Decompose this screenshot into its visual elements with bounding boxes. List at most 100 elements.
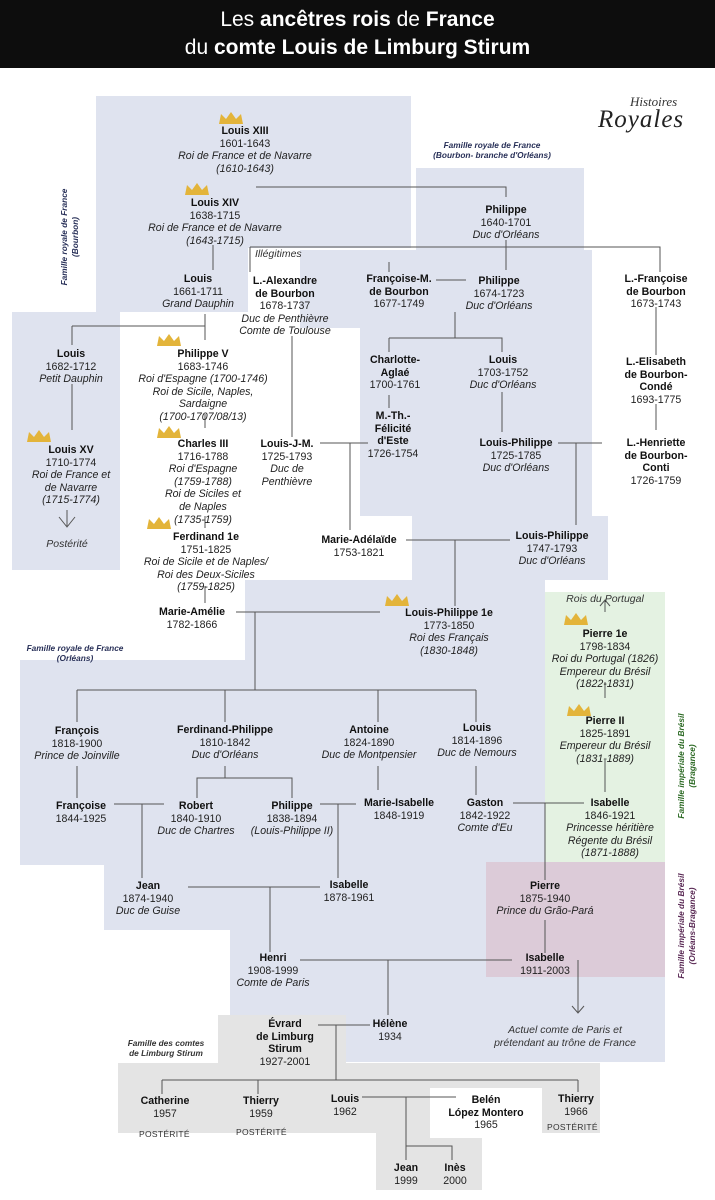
person-name: Louis (330, 1093, 360, 1105)
person-name: Jean (135, 880, 161, 892)
person-name: Louis XIII (221, 125, 269, 137)
person-name: Charles III (177, 438, 229, 450)
posterite-thierry1959: POSTÉRITÉ (236, 1127, 287, 1137)
bourbon-region-lower (96, 248, 248, 312)
person-dates: 1844-1925 (55, 812, 107, 825)
person-name: Pierre (529, 880, 561, 892)
person-name: Isabelle (525, 952, 565, 964)
person-name: Louis XIV (190, 197, 240, 209)
family-label-orleans: Famille royale de France(Orléans) (26, 643, 124, 663)
person-dates: 1824-1890 (343, 736, 395, 749)
person-name: Philippe (485, 204, 527, 216)
person-dates: 1661-1711 (173, 285, 223, 298)
person-title: Roi du Portugal (1826)Empereur du Brésil… (551, 653, 659, 691)
person-name: Louis XV (48, 444, 94, 456)
person-dates: 1677-1749 (373, 298, 425, 311)
person-dates: 1825-1891 (579, 727, 631, 740)
arrow-actuel (571, 960, 585, 1014)
person-dates: 1673-1743 (630, 298, 682, 311)
crown-icon (564, 613, 588, 625)
person-title: Prince de Joinville (34, 750, 120, 763)
person-title: Duc d'Orléans (482, 462, 550, 475)
person-name: Ferdinand-Philippe (177, 724, 273, 736)
person-title: Duc d'Orléans (465, 300, 533, 313)
crown-icon (27, 430, 51, 442)
person-dates: 1878-1961 (323, 891, 375, 904)
person-dates: 1957 (153, 1107, 177, 1120)
person-name: Charlotte-Aglaé (369, 354, 421, 379)
posterite-catherine: POSTÉRITÉ (139, 1129, 190, 1139)
person-name: Marie-Isabelle (363, 797, 435, 809)
person-name: Françoise (55, 800, 107, 812)
person-name: Louis-J-M. (260, 438, 314, 450)
person-name: Catherine (140, 1095, 190, 1107)
person-dates: 1838-1894 (266, 812, 318, 825)
person-dates: 1818-1900 (51, 737, 103, 750)
person-dates: 1725-1785 (490, 449, 542, 462)
person-dates: 1840-1910 (170, 812, 222, 825)
orleans-branch-lower (360, 328, 592, 516)
person-dates: 1782-1866 (166, 618, 218, 631)
person-dates: 1601-1643 (219, 137, 271, 150)
person-title: Grand Dauphin (162, 298, 234, 311)
person-dates: 1693-1775 (630, 393, 682, 406)
person-title: Roi des Français(1830-1848) (409, 632, 489, 657)
crown-icon (385, 594, 409, 606)
person-name: Marie-Adélaïde (321, 534, 397, 546)
orleans-branch-region (416, 168, 584, 250)
title-line-2: du comte Louis de Limburg Stirum (184, 36, 531, 59)
crown-icon (157, 334, 181, 346)
person-title: Duc d'Orléans (469, 379, 537, 392)
person-dates: 1726-1759 (630, 474, 682, 487)
person-dates: 1703-1752 (477, 366, 529, 379)
person-dates: 1934 (378, 1030, 402, 1043)
link-louis13-children (256, 186, 507, 197)
person-title: Comte de Paris (236, 977, 310, 990)
rois-portugal-label: Rois du Portugal (566, 593, 644, 605)
orleans-branch-middle (300, 250, 592, 328)
person-title: Duc d'Orléans (518, 555, 586, 568)
person-dates: 1965 (474, 1119, 498, 1132)
person-name: Isabelle (590, 797, 630, 809)
person-dates: 1716-1788 (177, 450, 229, 463)
person-dates: 1810-1842 (199, 736, 251, 749)
person-dates: 1773-1850 (423, 619, 475, 632)
person-dates: 1700-1761 (369, 379, 421, 392)
person-title: Duc de Guise (115, 905, 181, 918)
person-title: Roi de Sicile et de Naples/Roi des Deux-… (143, 556, 269, 594)
logo-bottom: Royales (598, 106, 685, 133)
person-dates: 1710-1774 (45, 456, 97, 469)
person-title: Duc d'Orléans (472, 229, 540, 242)
person-title: Duc d'Orléans (191, 749, 259, 762)
link-philippe2-children (454, 312, 503, 352)
person-name: Inès (444, 1162, 466, 1174)
person-title: Roi d'Espagne (1700-1746)Roi de Sicile, … (138, 373, 268, 423)
person-name: Louis-Philippe (515, 530, 589, 542)
person-dates: 1962 (333, 1105, 357, 1118)
crown-icon (567, 704, 591, 716)
